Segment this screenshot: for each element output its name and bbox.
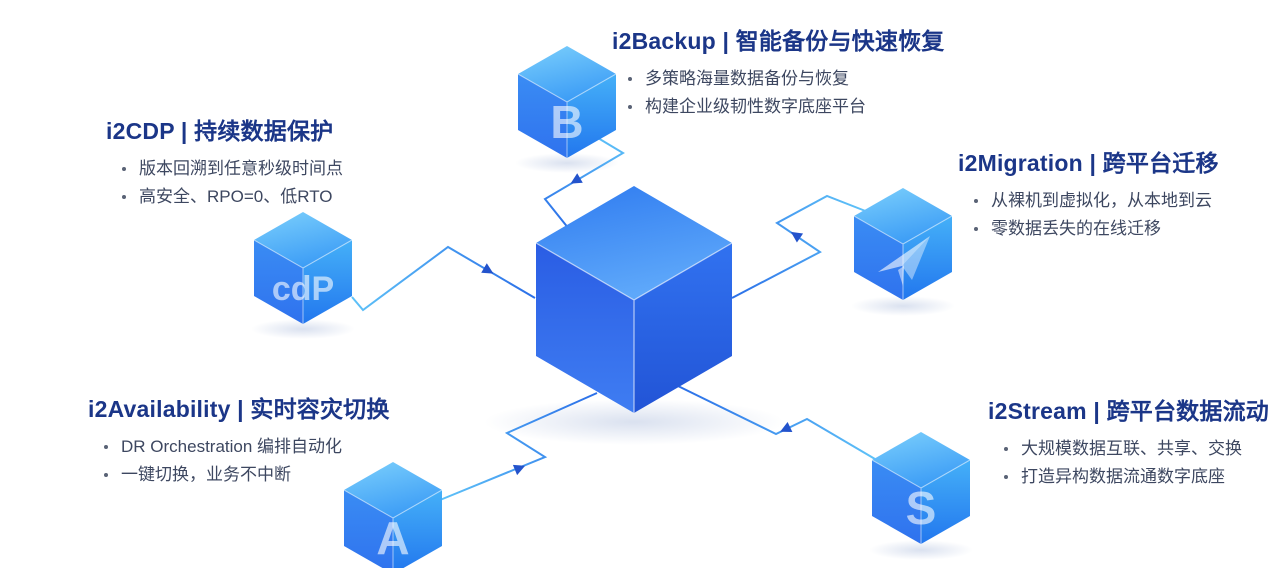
feature-cdp-bullet-1: 版本回溯到任意秒级时间点 bbox=[120, 155, 343, 183]
bullet-dot bbox=[974, 227, 978, 231]
cdp-cube-icon: cdP bbox=[252, 210, 354, 328]
bullet-dot bbox=[1004, 447, 1008, 451]
bullet-text: 大规模数据互联、共享、交换 bbox=[1021, 439, 1242, 458]
letter-b-cube-icon: B bbox=[516, 44, 618, 162]
bullet-dot bbox=[122, 167, 126, 171]
bullet-dot bbox=[122, 195, 126, 199]
feature-migration-title: i2Migration | 跨平台迁移 bbox=[958, 150, 1219, 176]
bullet-text: 零数据丢失的在线迁移 bbox=[991, 219, 1161, 238]
bullet-dot bbox=[974, 199, 978, 203]
feature-stream-bullet-2: 打造异构数据流通数字底座 bbox=[1002, 463, 1269, 491]
core-cube-icon bbox=[533, 183, 735, 417]
feature-backup-bullet-2: 构建企业级韧性数字底座平台 bbox=[626, 93, 944, 121]
bullet-text: 多策略海量数据备份与恢复 bbox=[645, 69, 849, 88]
bullet-dot bbox=[628, 105, 632, 109]
feature-backup-bullet-1: 多策略海量数据备份与恢复 bbox=[626, 65, 944, 93]
paper-plane-cube-icon bbox=[852, 186, 954, 304]
bullet-text: 一键切换，业务不中断 bbox=[121, 465, 291, 484]
feature-stream-bullet-1: 大规模数据互联、共享、交换 bbox=[1002, 435, 1269, 463]
bullet-dot bbox=[104, 473, 108, 477]
feature-cdp: i2CDP | 持续数据保护 版本回溯到任意秒级时间点 高安全、RPO=0、低R… bbox=[106, 112, 343, 211]
arrowhead-cdp bbox=[481, 263, 494, 274]
feature-stream-title: i2Stream | 跨平台数据流动 bbox=[988, 398, 1269, 424]
feature-cdp-title: i2CDP | 持续数据保护 bbox=[106, 118, 334, 144]
feature-stream: i2Stream | 跨平台数据流动 大规模数据互联、共享、交换 打造异构数据流… bbox=[988, 392, 1269, 491]
bullet-text: 高安全、RPO=0、低RTO bbox=[139, 187, 333, 206]
feature-availability-bullet-2: 一键切换，业务不中断 bbox=[102, 461, 390, 489]
feature-migration: i2Migration | 跨平台迁移 从裸机到虚拟化，从本地到云 零数据丢失的… bbox=[958, 144, 1219, 243]
feature-availability-title: i2Availability | 实时容灾切换 bbox=[88, 396, 390, 422]
letter-a-cube-icon: A bbox=[342, 460, 444, 568]
feature-backup: i2Backup | 智能备份与快速恢复 多策略海量数据备份与恢复 构建企业级韧… bbox=[612, 22, 944, 121]
feature-cdp-bullet-2: 高安全、RPO=0、低RTO bbox=[120, 183, 343, 211]
bullet-text: 从裸机到虚拟化，从本地到云 bbox=[991, 191, 1212, 210]
bullet-text: DR Orchestration 编排自动化 bbox=[121, 437, 343, 456]
feature-availability: i2Availability | 实时容灾切换 DR Orchestration… bbox=[88, 390, 390, 489]
feature-migration-bullet-1: 从裸机到虚拟化，从本地到云 bbox=[972, 187, 1219, 215]
feature-availability-bullet-1: DR Orchestration 编排自动化 bbox=[102, 433, 390, 461]
feature-backup-title: i2Backup | 智能备份与快速恢复 bbox=[612, 28, 945, 54]
bullet-dot bbox=[628, 77, 632, 81]
arrowhead-stream bbox=[780, 422, 793, 432]
connector-migration bbox=[731, 194, 869, 299]
arrowhead-availability bbox=[512, 464, 526, 476]
bullet-dot bbox=[1004, 475, 1008, 479]
letter-s-cube-icon: S bbox=[870, 430, 972, 548]
bullet-dot bbox=[104, 445, 108, 449]
bullet-text: 版本回溯到任意秒级时间点 bbox=[139, 159, 343, 178]
feature-migration-bullet-2: 零数据丢失的在线迁移 bbox=[972, 215, 1219, 243]
bullet-text: 构建企业级韧性数字底座平台 bbox=[645, 97, 866, 116]
arrowhead-migration bbox=[790, 231, 804, 243]
bullet-text: 打造异构数据流通数字底座 bbox=[1021, 467, 1225, 486]
connector-cdp bbox=[351, 245, 536, 312]
